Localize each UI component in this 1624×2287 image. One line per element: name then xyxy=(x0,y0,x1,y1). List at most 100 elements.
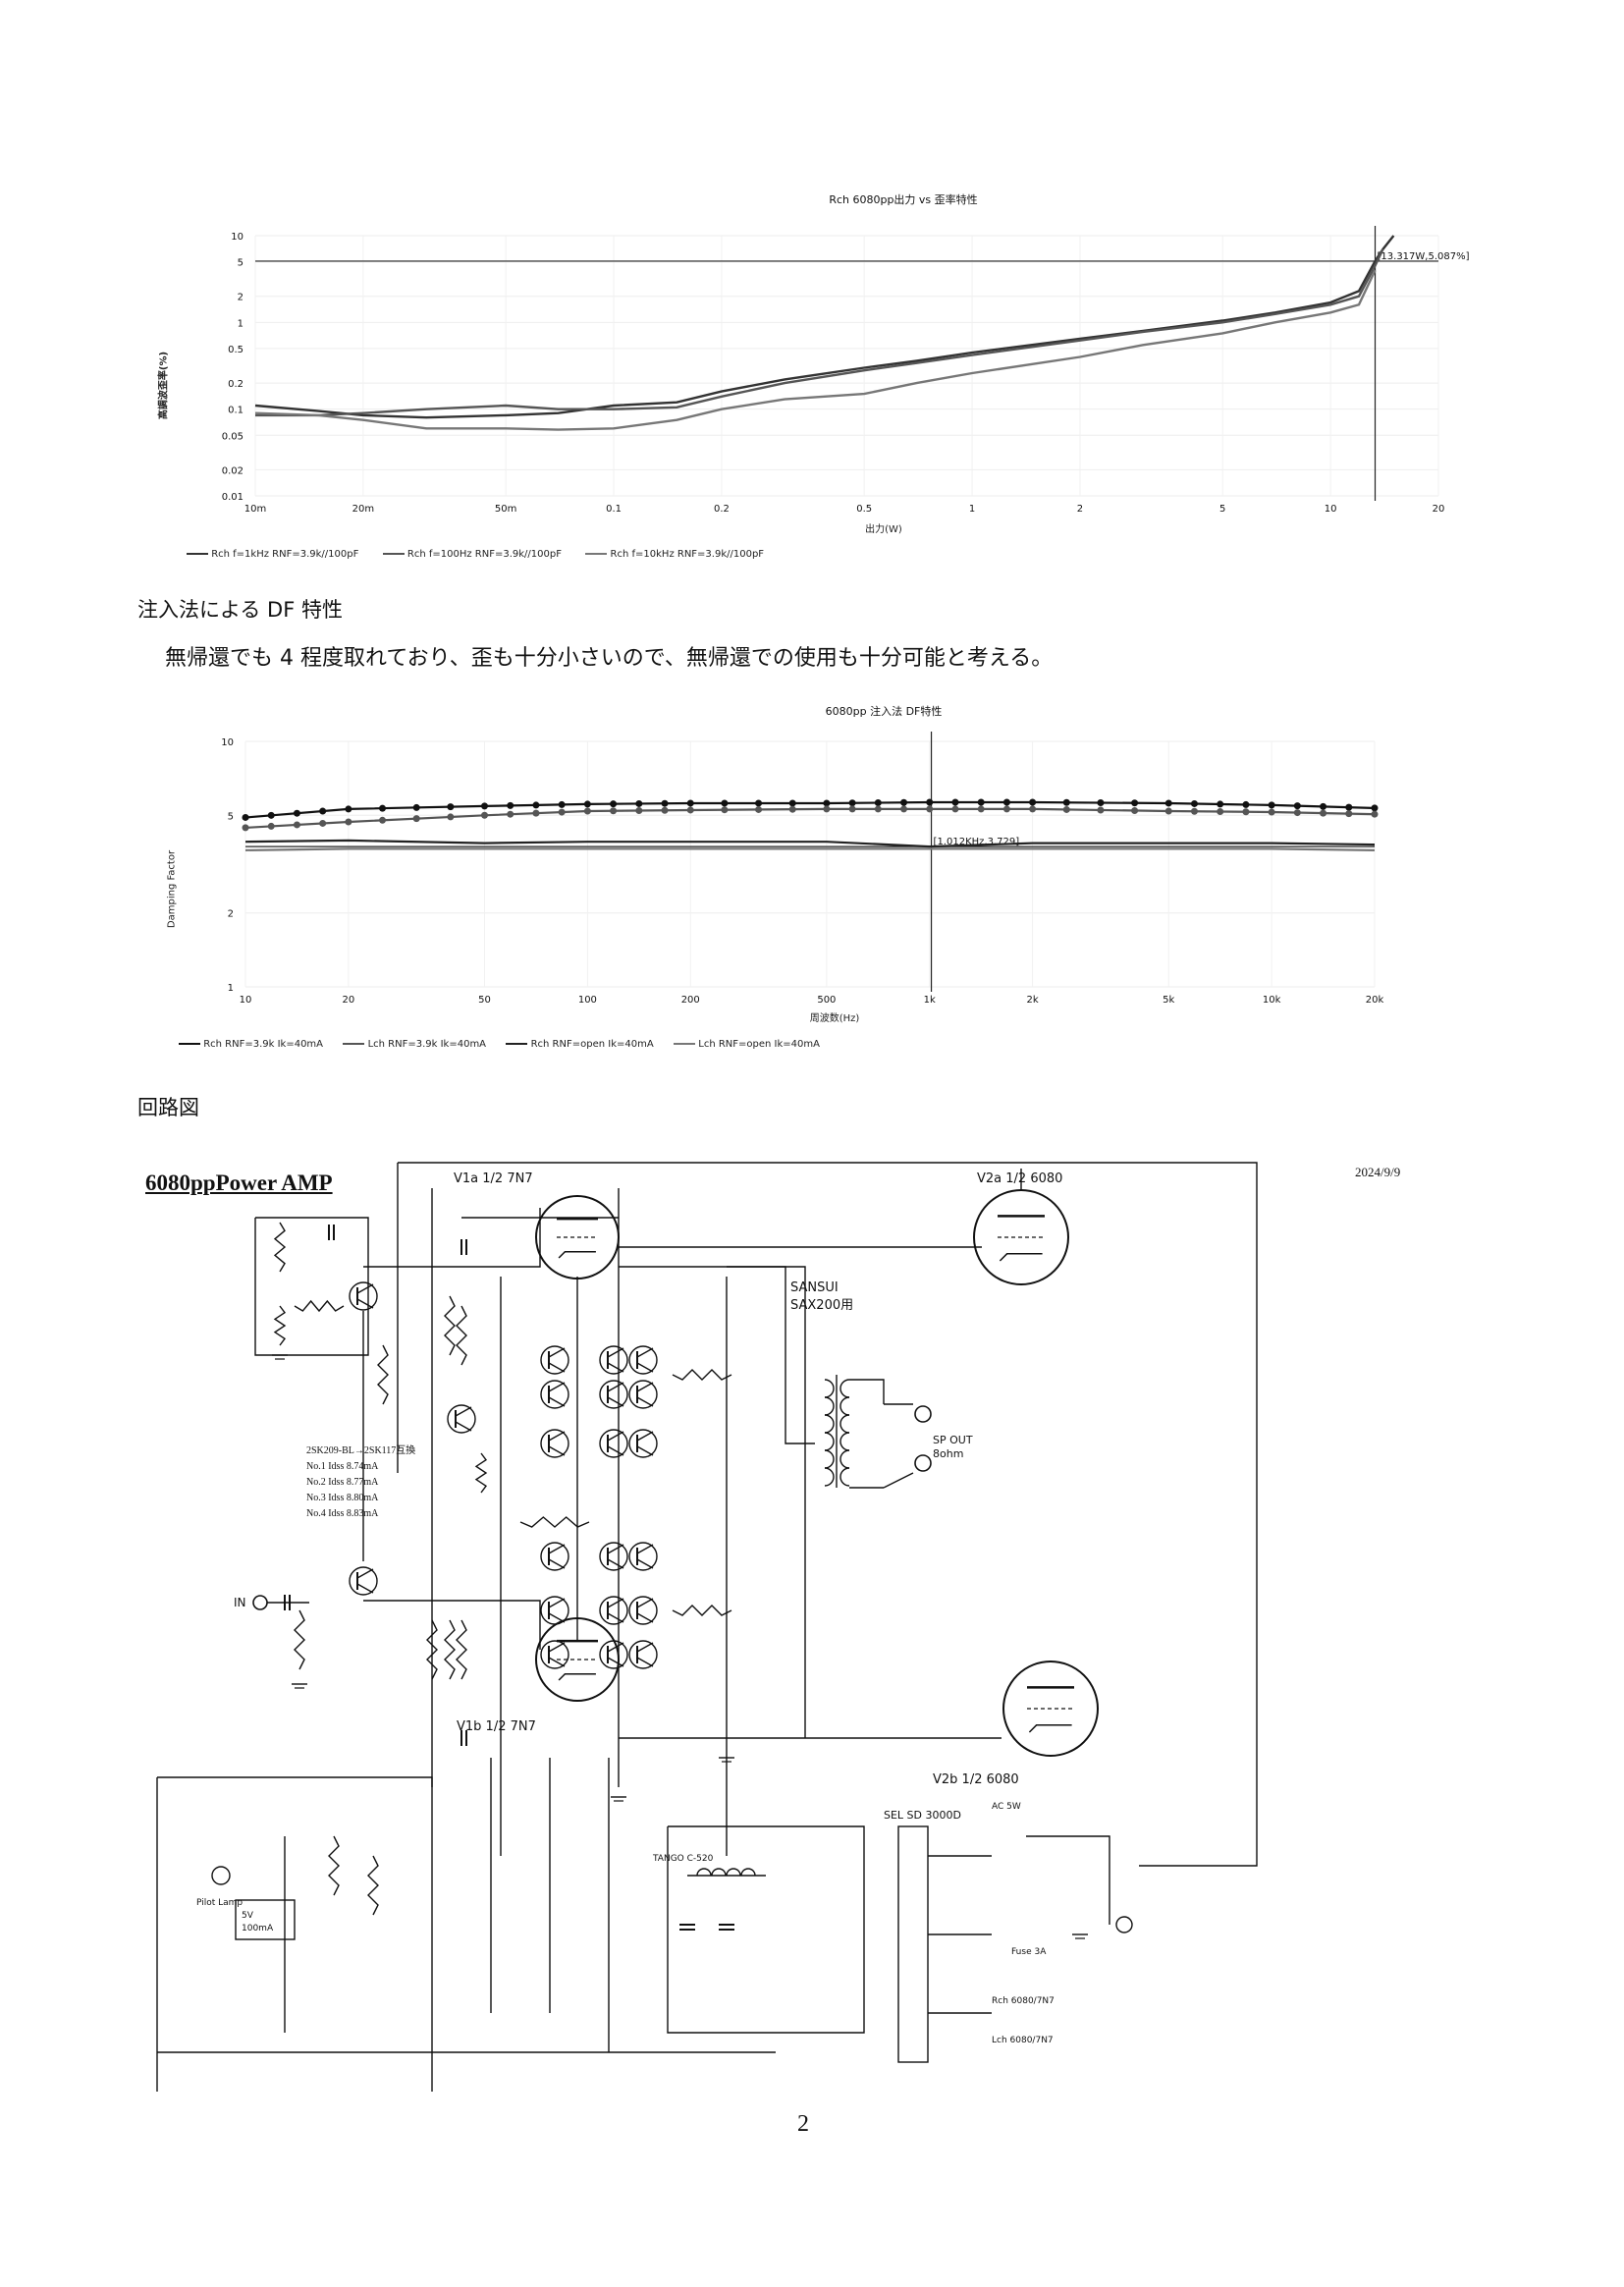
jfet-upper xyxy=(349,1281,378,1311)
transistor-lead xyxy=(607,1598,624,1608)
data-point xyxy=(293,821,300,829)
in-jack xyxy=(252,1595,268,1610)
transformer-winding xyxy=(839,1432,850,1451)
x-tick-label: 0.5 xyxy=(856,504,872,515)
data-point xyxy=(379,816,387,824)
transistor-2n5401 xyxy=(540,1345,569,1375)
jfet-note-line: No.1 Idss 8.74mA xyxy=(306,1461,379,1472)
choke-coil xyxy=(711,1868,727,1877)
df-chart-title: 6080pp 注入法 DF特性 xyxy=(825,705,943,718)
y-tick-label: 0.2 xyxy=(228,379,244,390)
transistor-2n5401 xyxy=(628,1345,658,1375)
transistor-lead xyxy=(548,1657,566,1667)
resistor-270k xyxy=(672,1369,732,1381)
resistor-160k xyxy=(456,1305,467,1366)
y-tick-label: 0.01 xyxy=(222,492,244,503)
data-point xyxy=(635,806,643,814)
schematic-date: 2024/9/9 xyxy=(1355,1165,1401,1179)
data-point xyxy=(848,799,856,807)
transistor-2n5401 xyxy=(628,1596,658,1625)
data-point xyxy=(661,799,669,807)
transistor-lead xyxy=(636,1642,654,1653)
y-tick-label: 0.5 xyxy=(228,345,244,355)
x-tick-label: 10k xyxy=(1263,995,1281,1006)
data-point xyxy=(1062,805,1070,813)
resistor-100k xyxy=(519,1516,590,1528)
transistor-lead xyxy=(548,1396,566,1407)
transformer-winding xyxy=(824,1396,835,1416)
x-tick-label: 1k xyxy=(924,995,936,1006)
transistor-2n5401 xyxy=(599,1429,628,1458)
heater-label: Lch 6080/7N7 xyxy=(992,2036,1054,2045)
transistor-2n5401 xyxy=(599,1345,628,1375)
transistor-2n5401 xyxy=(599,1640,628,1669)
transformer-winding xyxy=(839,1449,850,1469)
data-point xyxy=(1268,801,1275,809)
resistor-1k xyxy=(294,1299,345,1313)
transistor-lead xyxy=(636,1544,654,1554)
wire xyxy=(398,1162,1258,1867)
x-tick-label: 20 xyxy=(343,995,355,1006)
transistor-2n5401 xyxy=(540,1380,569,1409)
jfet-note-line: No.2 Idss 8.77mA xyxy=(306,1477,379,1488)
transistor-lead xyxy=(607,1362,624,1373)
data-point xyxy=(951,798,959,806)
data-point xyxy=(1190,799,1198,807)
transistor-lead xyxy=(548,1558,566,1569)
transistor-lead xyxy=(356,1583,374,1594)
x-tick-label: 5 xyxy=(1219,504,1225,515)
data-point xyxy=(583,800,591,808)
data-point xyxy=(1131,799,1139,807)
transistor-lead xyxy=(607,1431,624,1442)
data-point xyxy=(345,805,352,813)
regulator-78l05 xyxy=(235,1899,296,1940)
transistor-lead xyxy=(636,1362,654,1373)
transistor-lead xyxy=(636,1558,654,1569)
x-tick-label: 0.1 xyxy=(606,504,622,515)
legend-swatch xyxy=(187,553,208,555)
x-tick-label: 50 xyxy=(478,995,491,1006)
heater-label: Rch 6080/7N7 xyxy=(992,1996,1055,2006)
power-transformer-label: SEL SD 3000D xyxy=(884,1809,961,1822)
transistor-2n5401 xyxy=(628,1380,658,1409)
data-point xyxy=(481,811,489,819)
thd-chart-xlabel: 出力(W) xyxy=(865,524,902,535)
transistor-lead xyxy=(455,1406,472,1417)
x-tick-label: 5k xyxy=(1163,995,1174,1006)
data-point xyxy=(1320,809,1327,817)
legend-swatch xyxy=(179,1043,200,1045)
transistor-lead xyxy=(455,1421,472,1432)
in-label: IN xyxy=(234,1596,246,1609)
x-tick-label: 100 xyxy=(578,995,597,1006)
resistor-10k xyxy=(367,1855,379,1916)
sp-out-label: SP OUT xyxy=(933,1434,973,1446)
sp-out-label: 8ohm xyxy=(933,1447,963,1460)
data-point xyxy=(755,805,763,813)
data-point xyxy=(721,799,729,807)
data-point xyxy=(242,813,249,821)
transistor-lead xyxy=(356,1283,374,1294)
y-tick-label: 10 xyxy=(221,737,234,748)
transistor-lead xyxy=(636,1431,654,1442)
wire xyxy=(849,1379,885,1404)
data-point xyxy=(755,799,763,807)
wire xyxy=(619,1266,806,1738)
data-point xyxy=(558,800,566,808)
wire xyxy=(667,1825,865,2034)
data-point xyxy=(1293,802,1301,810)
wire xyxy=(363,1600,541,1650)
resistor-470b xyxy=(328,1835,340,1896)
resistor-1k-low xyxy=(426,1619,438,1680)
y-tick-label: 10 xyxy=(231,232,244,243)
resistor-100k1w xyxy=(444,1295,456,1356)
data-point xyxy=(1097,798,1105,806)
data-point xyxy=(1029,805,1037,813)
data-point xyxy=(1002,798,1010,806)
data-point xyxy=(823,805,831,813)
transistor-lead xyxy=(548,1544,566,1554)
data-point xyxy=(610,807,618,815)
data-point xyxy=(1164,807,1172,815)
data-point xyxy=(1293,809,1301,817)
transformer-winding xyxy=(839,1414,850,1434)
